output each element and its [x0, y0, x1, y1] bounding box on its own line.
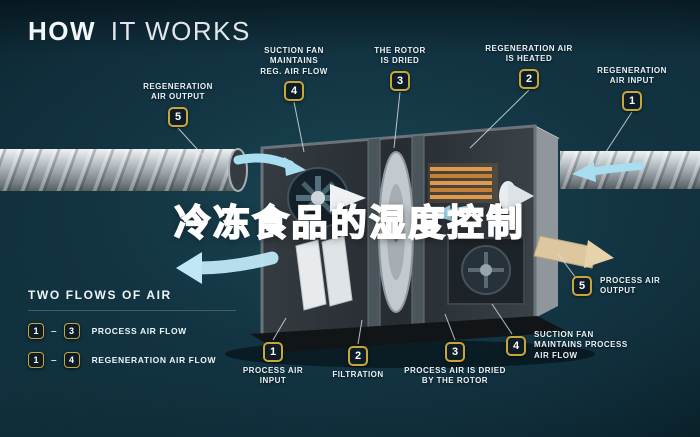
- callout-badge-5: 5: [168, 106, 188, 127]
- callout-badge-4: 4: [284, 81, 304, 102]
- legend-divider: [28, 310, 236, 311]
- fan-cone: [330, 184, 366, 212]
- callout-regeneration-air-heated: REGENERATION AIR IS HEATED 2: [474, 44, 584, 89]
- callout-badge-1: 1: [622, 90, 642, 111]
- callout-regeneration-air-input: REGENERATION AIR INPUT 1: [586, 66, 678, 111]
- callout-suction-fan-reg: SUCTION FAN MAINTAINS REG. AIR FLOW 4: [246, 46, 342, 102]
- callout-label: SUCTION FAN MAINTAINS REG. AIR FLOW: [260, 46, 328, 76]
- filter-panels: [295, 235, 353, 311]
- legend-heading: TWO FLOWS OF AIR: [28, 288, 172, 302]
- suction-fan: [287, 167, 366, 229]
- callout-badge-5: 5: [572, 276, 592, 297]
- callout-regeneration-air-output: REGENERATION AIR OUTPUT 5: [128, 82, 228, 127]
- callout-suction-fan-process: 4 SUCTION FAN MAINTAINS PROCESS AIR FLOW: [506, 330, 628, 361]
- legend-label: REGENERATION AIR FLOW: [91, 355, 217, 365]
- callout-label: PROCESS AIR IS DRIED BY THE ROTOR: [404, 366, 506, 386]
- callout-process-air-dried: 3 PROCESS AIR IS DRIED BY THE ROTOR: [395, 342, 515, 387]
- title-strong: HOW: [28, 16, 97, 46]
- callout-label: REGENERATION AIR OUTPUT: [143, 82, 213, 102]
- flow-arrow-output-swoosh: [191, 251, 279, 275]
- legend-badge-4: 4: [63, 352, 80, 368]
- callout-badge-2: 2: [519, 68, 539, 89]
- regeneration-fan-cone: [499, 181, 534, 211]
- regeneration-heater: [428, 163, 498, 203]
- machine-side-face: [535, 126, 558, 318]
- callout-label: FILTRATION: [332, 370, 384, 379]
- callout-label: SUCTION FAN MAINTAINS PROCESS AIR FLOW: [534, 330, 628, 360]
- callout-badge-2: 2: [348, 346, 368, 366]
- desiccant-rotor: [378, 151, 414, 313]
- callout-label: REGENERATION AIR IS HEATED: [485, 44, 573, 64]
- legend-dash: –: [51, 325, 57, 337]
- legend-badge-3: 3: [63, 323, 80, 339]
- legend-badge-1: 1: [28, 352, 44, 368]
- legend-label: PROCESS AIR FLOW: [91, 326, 187, 336]
- title-light: IT WORKS: [110, 16, 251, 46]
- callout-filtration: 2 FILTRATION: [318, 346, 398, 380]
- callout-process-air-output: 5 PROCESS AIR OUTPUT: [572, 276, 660, 297]
- callout-process-air-input: 1 PROCESS AIR INPUT: [228, 342, 318, 387]
- machine-base: [250, 316, 568, 352]
- legend-dash: –: [51, 354, 57, 366]
- legend-row-regeneration: 1 – 4 REGENERATION AIR FLOW: [28, 352, 236, 368]
- callout-badge-3: 3: [390, 70, 410, 91]
- machine-body: [250, 124, 568, 352]
- callout-badge-3: 3: [445, 342, 465, 362]
- legend-badge-1: 1: [28, 323, 44, 339]
- callout-label: PROCESS AIR OUTPUT: [600, 276, 661, 296]
- airflow-arrows: [176, 153, 644, 284]
- process-output-duct: [533, 235, 614, 269]
- process-fan-box: [447, 237, 525, 305]
- left-duct: [0, 148, 248, 192]
- callout-label: PROCESS AIR INPUT: [242, 366, 304, 386]
- callout-badge-4: 4: [506, 335, 526, 356]
- callout-badge-1: 1: [263, 342, 283, 362]
- callout-rotor-is-dried: THE ROTOR IS DRIED 3: [362, 46, 438, 91]
- page-title: HOW IT WORKS: [28, 16, 251, 47]
- callout-label: REGENERATION AIR INPUT: [597, 66, 667, 86]
- legend-two-flows: TWO FLOWS OF AIR 1 – 3 PROCESS AIR FLOW …: [28, 288, 236, 381]
- legend-row-process: 1 – 3 PROCESS AIR FLOW: [28, 323, 236, 339]
- callout-lines: [177, 89, 633, 345]
- callout-label: THE ROTOR IS DRIED: [374, 46, 426, 66]
